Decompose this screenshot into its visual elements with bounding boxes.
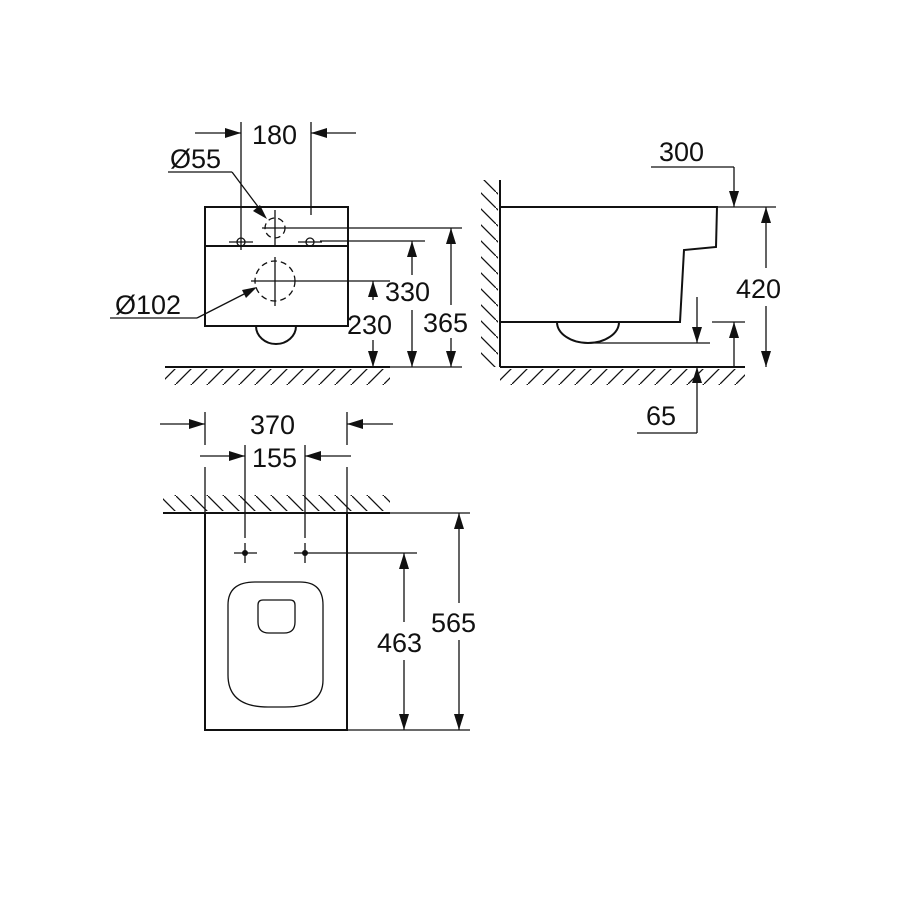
front-view: 180 Ø55 Ø102 330 230 365 [110,120,468,385]
dim-dia55: Ø55 [170,144,221,174]
bolt-hole-left [234,543,257,563]
dim-565: 565 [431,608,476,638]
side-view: 300 420 65 [481,137,781,434]
bowl-opening [257,599,296,634]
dim-155: 155 [252,443,297,473]
bolt-right [298,237,322,247]
dim-365: 365 [423,308,468,338]
dim-180: 180 [252,120,297,150]
wc-body-side [500,206,719,323]
wall-hatch [481,180,498,367]
top-view: 370 155 463 565 [160,410,476,731]
dim-330: 330 [385,277,430,307]
seat-outline [227,581,324,708]
dim-230: 230 [347,310,392,340]
bowl-outlet-front [255,325,297,345]
bolt-hole-right [294,543,417,563]
bowl-outlet-side [556,321,620,344]
dim-300: 300 [659,137,704,167]
dim-420: 420 [736,274,781,304]
dim-dia102: Ø102 [115,290,181,320]
wc-body-top [204,512,348,731]
dim-65: 65 [646,401,676,431]
wc-body-front [204,206,349,327]
floor-hatch-side [500,369,745,385]
dim-463: 463 [377,628,422,658]
floor-hatch [165,369,390,385]
dim-370: 370 [250,410,295,440]
wall-hatch-top [163,495,390,511]
